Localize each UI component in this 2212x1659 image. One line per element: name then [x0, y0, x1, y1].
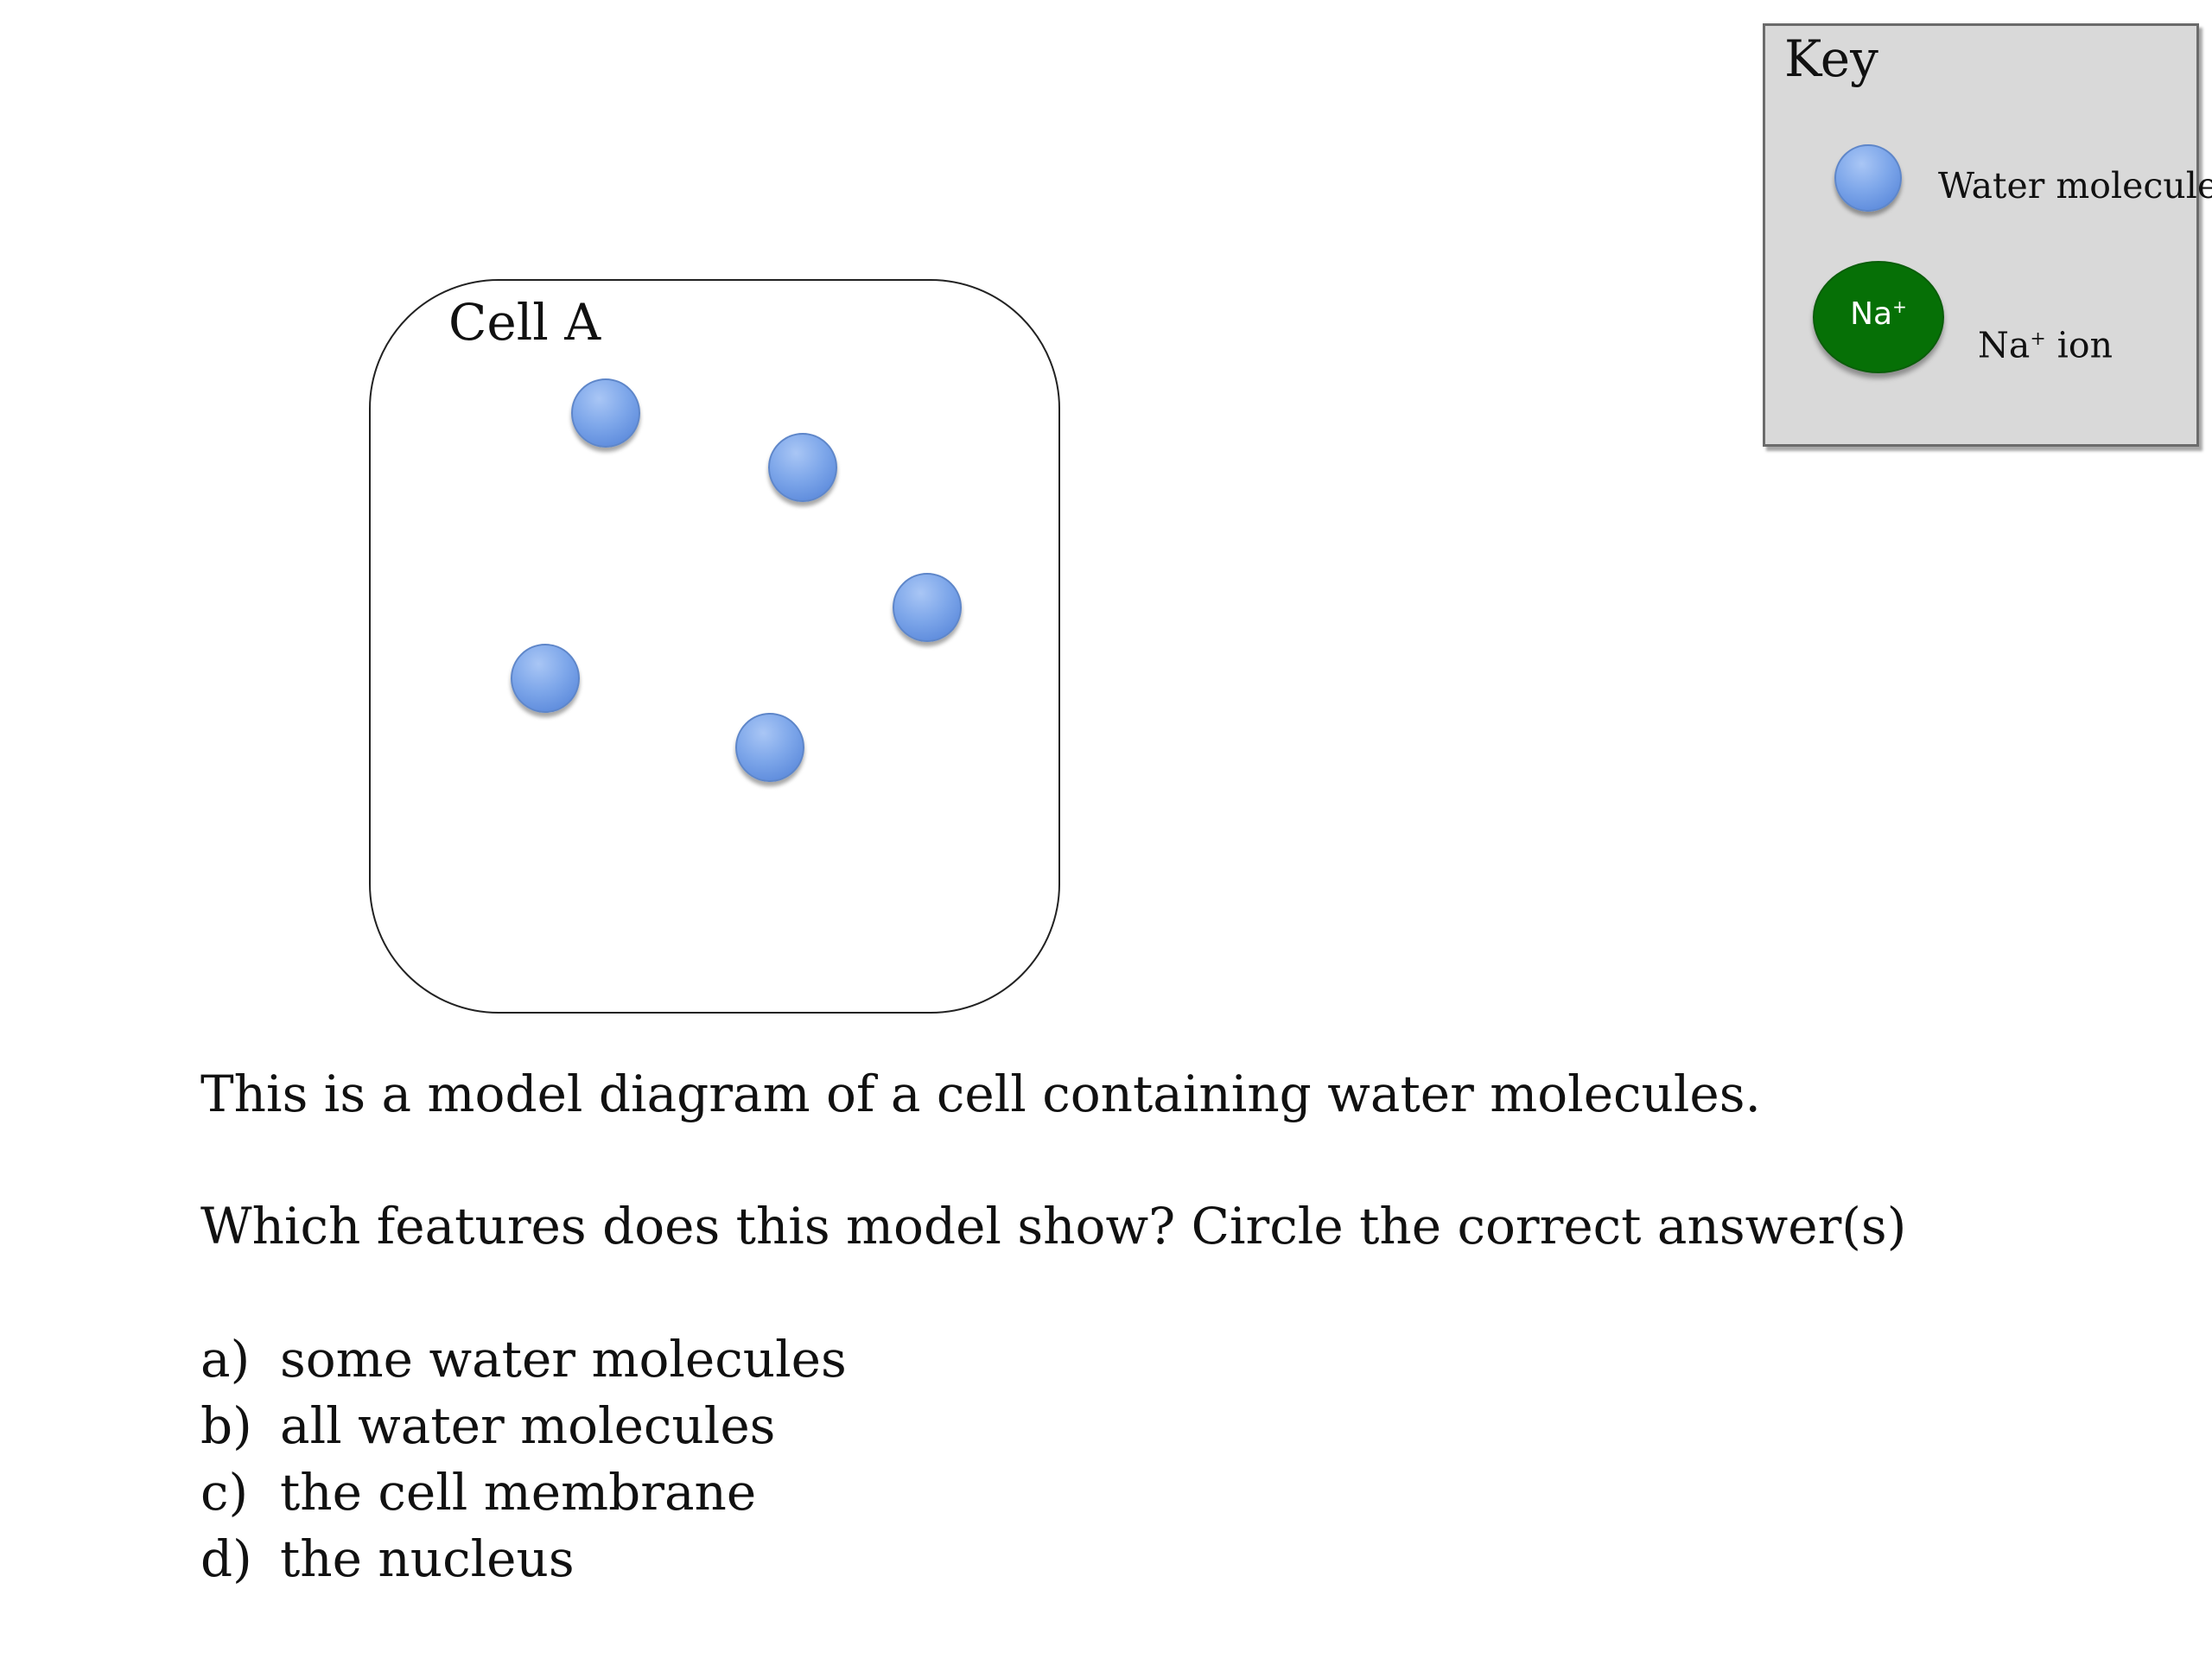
water-molecule-icon [1834, 144, 1902, 212]
question-prompt: Which features does this model show? Cir… [200, 1197, 1907, 1255]
water-molecule-label: Water molecule [1938, 165, 2212, 207]
water-molecule [571, 378, 640, 448]
option-text: the cell membrane [280, 1463, 757, 1522]
option-text: all water molecules [280, 1396, 776, 1455]
key-title: Key [1784, 29, 1878, 88]
sodium-ion-icon: Na+ [1813, 261, 1944, 373]
water-molecule [735, 713, 804, 782]
option-letter: b) [200, 1396, 252, 1455]
option-letter: d) [200, 1529, 252, 1588]
sodium-ion-icon-text: Na+ [1850, 296, 1907, 332]
answer-option-a[interactable]: a) some water molecules [200, 1326, 847, 1392]
water-molecule [768, 433, 837, 502]
cell-a-membrane: Cell A [369, 279, 1060, 1014]
water-molecule [511, 644, 580, 713]
sodium-ion-label: Na+ ion [1978, 324, 2113, 366]
diagram-description: This is a model diagram of a cell contai… [200, 1065, 1761, 1123]
option-letter: c) [200, 1463, 249, 1522]
answer-option-d[interactable]: d) the nucleus [200, 1526, 575, 1592]
cell-label: Cell A [448, 293, 601, 352]
water-molecule [893, 573, 962, 642]
key-legend: Key Water molecule Na+ Na+ ion [1763, 23, 2212, 447]
option-letter: a) [200, 1330, 251, 1389]
answer-option-b[interactable]: b) all water molecules [200, 1393, 775, 1459]
option-text: some water molecules [280, 1330, 847, 1389]
answer-option-c[interactable]: c) the cell membrane [200, 1459, 756, 1525]
option-text: the nucleus [280, 1529, 575, 1588]
